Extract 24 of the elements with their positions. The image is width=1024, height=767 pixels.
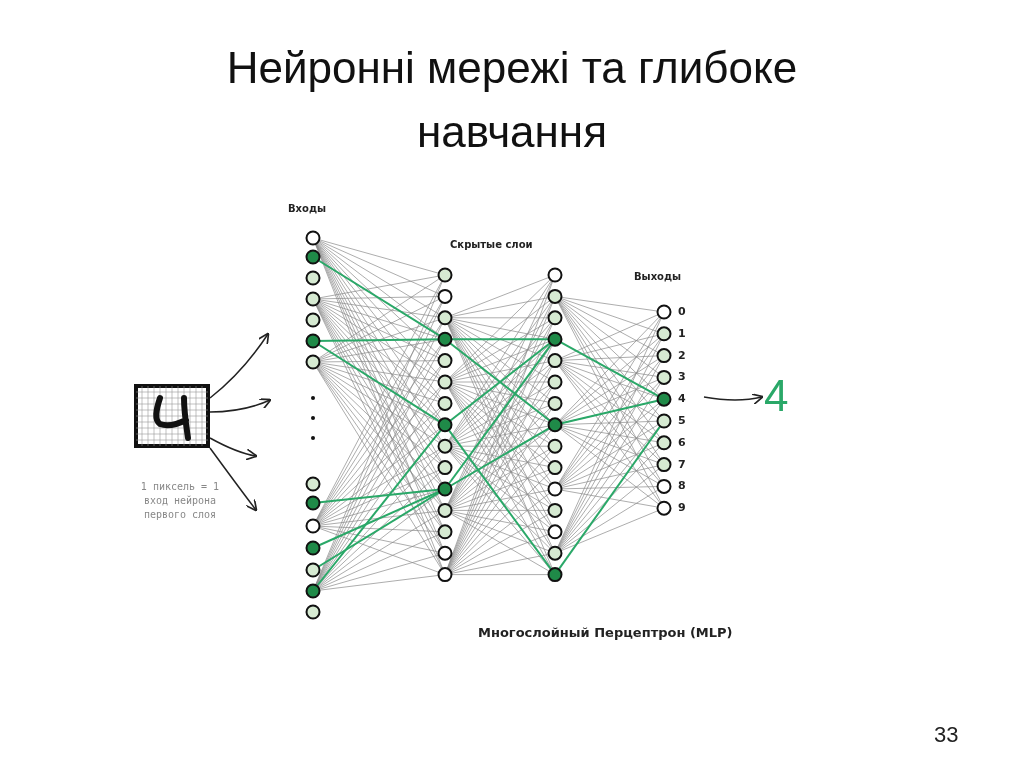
output-number: 9: [678, 500, 686, 516]
caption-text: 1 пиксель = 1 вход нейрона первого слоя: [139, 480, 221, 522]
arrow: [209, 398, 272, 413]
layer-label: Входы: [288, 202, 327, 216]
result-digit: 4: [764, 368, 789, 424]
page-number: 33: [934, 722, 959, 748]
arrow: [209, 447, 258, 512]
output-number: 4: [678, 391, 686, 407]
arrow: [209, 332, 270, 399]
layer-label: Выходы: [634, 270, 682, 284]
diagram-caption: Многослойный Перцептрон (MLP): [478, 624, 733, 641]
output-number: 0: [678, 304, 686, 319]
output-number: 3: [678, 369, 686, 385]
output-number: 1: [678, 325, 686, 341]
output-number: 7: [678, 456, 686, 472]
output-number: 6: [678, 434, 686, 450]
arrow: [703, 393, 764, 405]
layer-label: Скрытые слои: [450, 238, 533, 252]
output-number: 8: [678, 478, 686, 494]
arrow: [209, 437, 258, 461]
output-number: 5: [678, 413, 686, 428]
output-number: 2: [678, 347, 686, 363]
slide-title: Нейронні мережі та глибоке навчання: [225, 42, 799, 158]
digit-picture: [134, 384, 210, 448]
